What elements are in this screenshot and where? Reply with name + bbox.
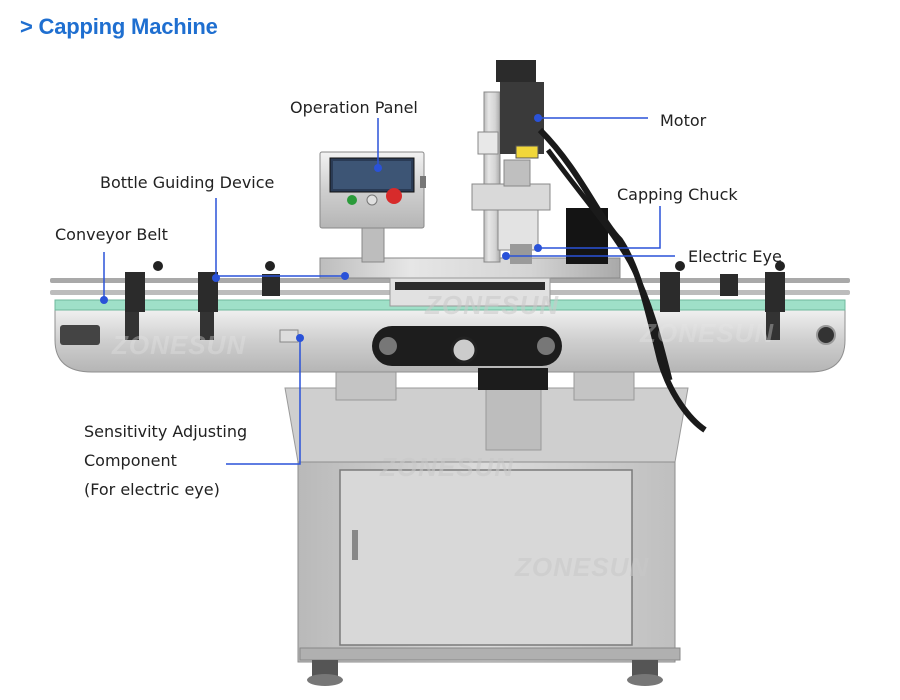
gripper-belt-assembly <box>319 257 621 390</box>
watermark: ZONESUN <box>112 330 247 360</box>
motor-label <box>515 145 539 159</box>
belt-end-plate <box>60 325 100 345</box>
callout-dots <box>100 114 542 342</box>
motor-top-cap <box>496 60 536 82</box>
label-electric-eye: Electric Eye <box>688 247 782 266</box>
label-sensitivity-line2: Component <box>84 451 177 470</box>
label-bottle-guiding-device: Bottle Guiding Device <box>100 173 275 192</box>
support-center <box>485 379 542 451</box>
watermark: ZONESUN <box>425 290 560 320</box>
page-title: > Capping Machine <box>20 14 218 39</box>
sensitivity-adjuster-box <box>279 329 299 343</box>
watermark: ZONESUN <box>640 318 775 348</box>
watermark: ZONESUN <box>515 552 650 582</box>
callout-lines <box>103 117 675 465</box>
label-sensitivity-line3: (For electric eye) <box>84 480 220 499</box>
emergency-stop-button <box>386 188 402 204</box>
capping-head <box>471 60 707 433</box>
caster-wheel-right <box>632 660 658 678</box>
belt-drive-knob <box>816 325 836 345</box>
caster-wheel-left <box>312 660 338 678</box>
label-sensitivity-line1: Sensitivity Adjusting <box>84 422 248 441</box>
cabinet-door <box>339 469 633 646</box>
door-handle <box>352 530 358 560</box>
operation-panel <box>319 151 426 263</box>
label-capping-chuck: Capping Chuck <box>617 185 738 204</box>
label-motor: Motor <box>660 111 707 130</box>
label-conveyor-belt: Conveyor Belt <box>55 225 168 244</box>
start-button <box>347 195 357 205</box>
label-operation-panel: Operation Panel <box>290 98 418 117</box>
watermark: ZONESUN <box>380 452 515 482</box>
